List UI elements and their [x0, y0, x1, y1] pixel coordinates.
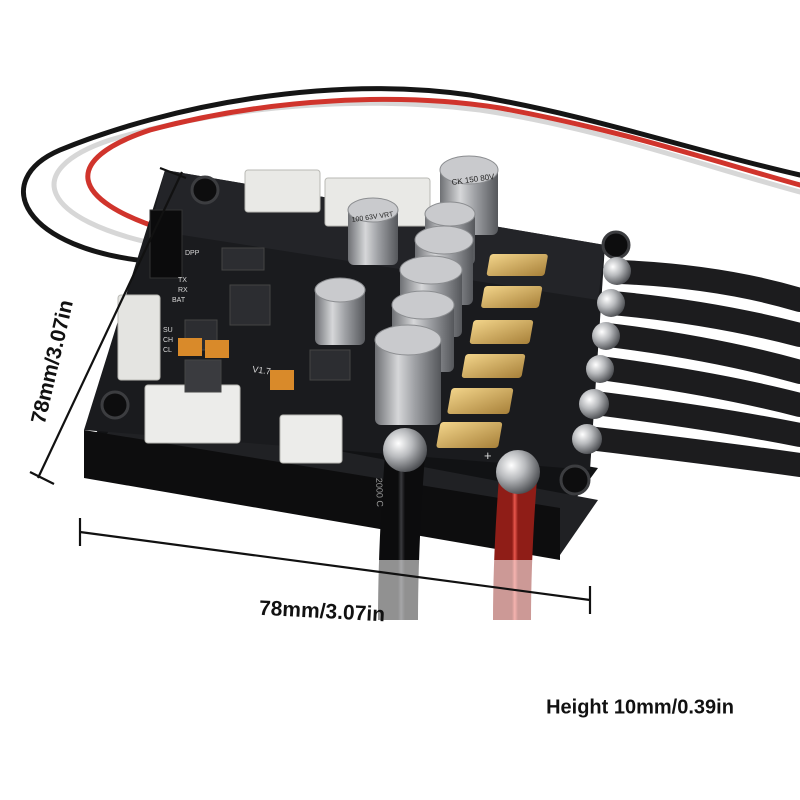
mounting-hole-bottom-right	[559, 464, 591, 496]
capacitors: CK 150 80V 100 63V VRT	[314, 155, 499, 425]
pin-header	[149, 209, 183, 279]
phase-cables	[576, 260, 800, 477]
solder-pad-2	[481, 286, 543, 308]
dim-line-horizontal	[79, 530, 591, 602]
mounting-hole-bottom-left	[100, 390, 130, 420]
phase-cable-5	[583, 391, 800, 447]
dim-tick-vertical-bottom	[29, 471, 55, 485]
silkscreen-pins: SU CH CL TX RX BAT DPP	[163, 250, 200, 354]
dimension-lines	[29, 166, 592, 614]
silk-pin-tx: TX	[178, 277, 187, 284]
ic-chip-1	[221, 247, 265, 271]
phase-cable-6	[576, 426, 800, 477]
silk-pin-su: SU	[163, 327, 173, 334]
orange-inductor-2	[205, 340, 229, 358]
board-side	[84, 430, 560, 560]
phase-cable-2	[600, 291, 800, 347]
cable-marking: 2000 C	[374, 478, 385, 508]
cable-fade	[360, 560, 560, 630]
solder-pad-3	[469, 320, 534, 344]
mounting-hole-top-right	[601, 230, 631, 260]
capacitor-6	[314, 277, 366, 345]
silk-version: V1.7	[252, 364, 272, 376]
silk-pin-cl: CL	[163, 347, 172, 354]
capacitor-2	[347, 197, 399, 265]
power-solder-red	[496, 450, 540, 494]
ic-chips	[184, 247, 351, 393]
solder-pads	[436, 254, 548, 448]
mounting-holes	[100, 175, 631, 496]
power-solder-black	[383, 428, 427, 472]
orange-inductor-1	[178, 338, 202, 356]
silk-pin-bat: BAT	[172, 297, 186, 304]
silk-pin-rx: RX	[178, 287, 188, 294]
black-signal-wire	[20, 86, 800, 265]
dim-tick-vertical-top	[159, 166, 187, 180]
connector-bottom-middle	[279, 414, 343, 464]
phase-cable-3	[596, 323, 800, 384]
connector-left-side	[117, 294, 161, 381]
connector-top-left	[244, 169, 321, 213]
height-label: Height 10mm/0.39in	[546, 696, 734, 719]
capacitor-8	[374, 324, 442, 425]
dim-line-vertical	[37, 171, 183, 479]
red-signal-wire	[85, 96, 800, 233]
plus-marking: +	[484, 448, 492, 463]
connector-bottom-left	[144, 384, 241, 444]
silk-pin-dpp: DPP	[185, 250, 200, 257]
silk-pin-ch: CH	[163, 337, 173, 344]
phase-cable-4	[588, 356, 800, 417]
mounting-hole-top-left	[190, 175, 220, 205]
solder-joints	[572, 257, 631, 454]
signal-wires	[20, 86, 800, 265]
phase-cable-1	[608, 260, 800, 312]
solder-pad-5	[447, 388, 514, 414]
solder-pad-4	[461, 354, 526, 378]
ic-chip-5	[184, 359, 222, 393]
solder-pad-6	[436, 422, 503, 448]
white-signal-wire	[51, 100, 800, 248]
solder-pad-1	[486, 254, 548, 276]
ic-chip-4	[309, 349, 351, 381]
ic-chip-2	[229, 284, 271, 326]
orange-inductor-3	[270, 370, 294, 390]
